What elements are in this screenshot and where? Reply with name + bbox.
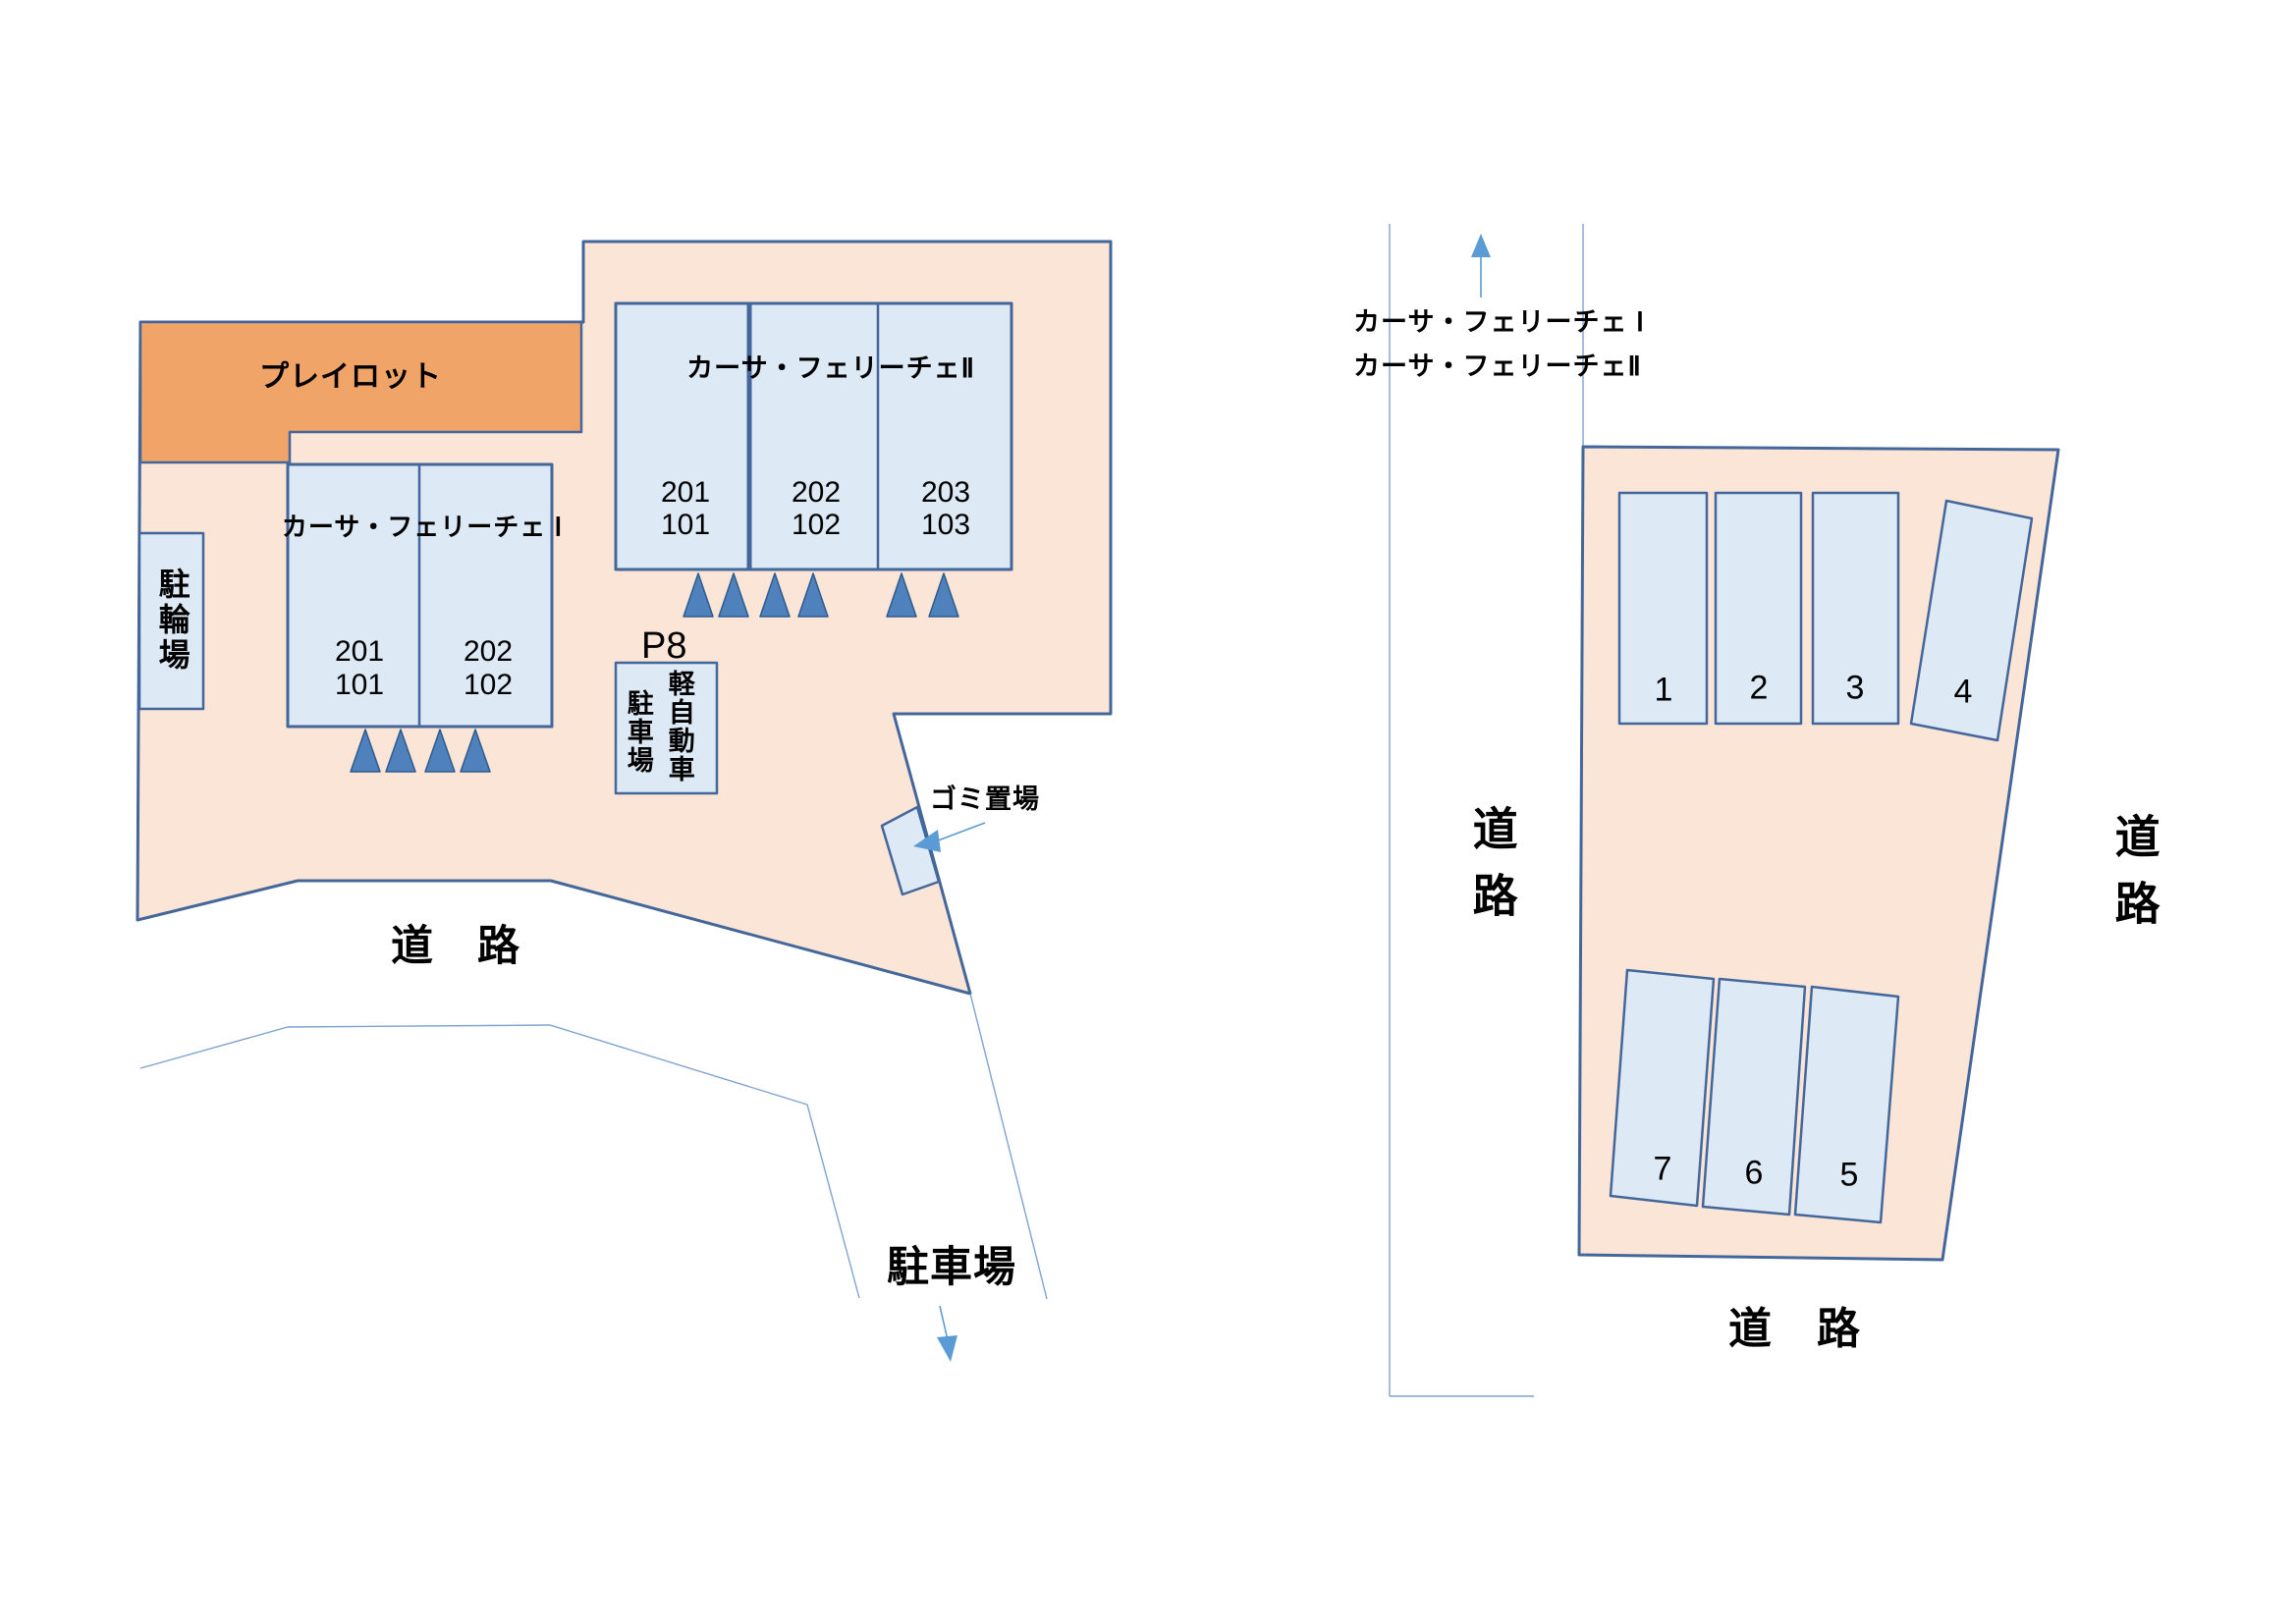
parking-space-6 (1701, 977, 1807, 1217)
entrance-triangle (886, 572, 917, 618)
entrance-triangle (683, 572, 714, 618)
entrance-triangle (424, 729, 456, 773)
unit-upper: 202 (463, 635, 514, 668)
bicycle-parking-label: 駐輪場 (154, 568, 191, 674)
garbage-arrow-head-icon (913, 830, 941, 852)
building2-unit-1: 201 101 (661, 476, 710, 541)
garbage-arrow-line (932, 822, 986, 843)
road-boundary-line (139, 1024, 860, 1299)
parking-space-7 (1609, 968, 1716, 1208)
entrance-triangle (460, 729, 491, 773)
right-road-label-right: 道路 (2108, 813, 2160, 947)
entrance-triangle (759, 572, 791, 618)
unit-upper: 203 (920, 476, 971, 509)
entrance-triangle (928, 572, 959, 618)
parking-space-2-number: 2 (1749, 669, 1769, 707)
building1-unit-1: 201 101 (335, 635, 384, 702)
building1-unit-2: 202 102 (464, 635, 513, 702)
legend-building1: カーサ・フェリーチェ Ⅰ (1353, 307, 1645, 337)
parking-space-1-number: 1 (1654, 671, 1673, 709)
garbage-label: ゴミ置場 (930, 784, 1040, 814)
entrance-triangle (718, 572, 749, 618)
parking-space-3-number: 3 (1845, 669, 1865, 707)
playlot-label: プレイロット (259, 360, 442, 394)
building2-outline (614, 301, 1013, 571)
parking-space-5 (1793, 985, 1900, 1224)
playlot-area (138, 320, 583, 464)
unit-upper: 201 (334, 635, 385, 668)
legend-arrow-head-icon (1471, 234, 1491, 257)
right-road-label-left: 道路 (1466, 805, 1518, 939)
parking-arrow-head-icon (937, 1335, 957, 1362)
unit-lower: 102 (791, 509, 842, 541)
driveway-line (969, 993, 1048, 1300)
building2-unit-3: 203 103 (921, 476, 970, 541)
parking-space-6-number: 6 (1744, 1154, 1764, 1192)
parking-space-3 (1811, 491, 1900, 726)
building2-name: カーサ・フェリーチェⅡ (686, 353, 975, 384)
p8-label: P8 (641, 625, 687, 667)
light-car-label-right-column: 軽自動車 (664, 670, 694, 784)
left-road-label: 道 路 (391, 923, 520, 970)
parking-space-4-number: 4 (1953, 673, 1973, 711)
building1-name: カーサ・フェリーチェ Ⅰ (281, 512, 564, 542)
light-car-parking-box (614, 661, 719, 795)
bicycle-parking-box (137, 531, 205, 711)
parking-space-2 (1714, 491, 1803, 726)
building2-unit-2: 202 102 (792, 476, 841, 541)
parking-space-4 (1909, 499, 2034, 742)
entrance-triangle (385, 729, 416, 773)
entrance-triangle (350, 729, 381, 773)
unit-lower: 103 (920, 509, 971, 541)
lower-parking-label: 駐車場 (887, 1244, 1016, 1291)
parking-arrow-line (939, 1305, 949, 1341)
parking-space-5-number: 5 (1839, 1156, 1859, 1194)
unit-lower: 101 (660, 509, 711, 541)
legend-building2: カーサ・フェリーチェⅡ (1353, 352, 1642, 381)
unit-lower: 101 (334, 669, 385, 701)
garbage-box (880, 805, 941, 896)
entrance-triangle (797, 572, 829, 618)
unit-upper: 202 (791, 476, 842, 509)
parking-space-7-number: 7 (1653, 1150, 1672, 1188)
light-car-label-left-column: 駐車場 (623, 689, 653, 775)
parking-space-1 (1617, 491, 1709, 726)
right-road-label-bottom: 道 路 (1728, 1305, 1861, 1353)
unit-upper: 201 (660, 476, 711, 509)
unit-lower: 102 (463, 669, 514, 701)
